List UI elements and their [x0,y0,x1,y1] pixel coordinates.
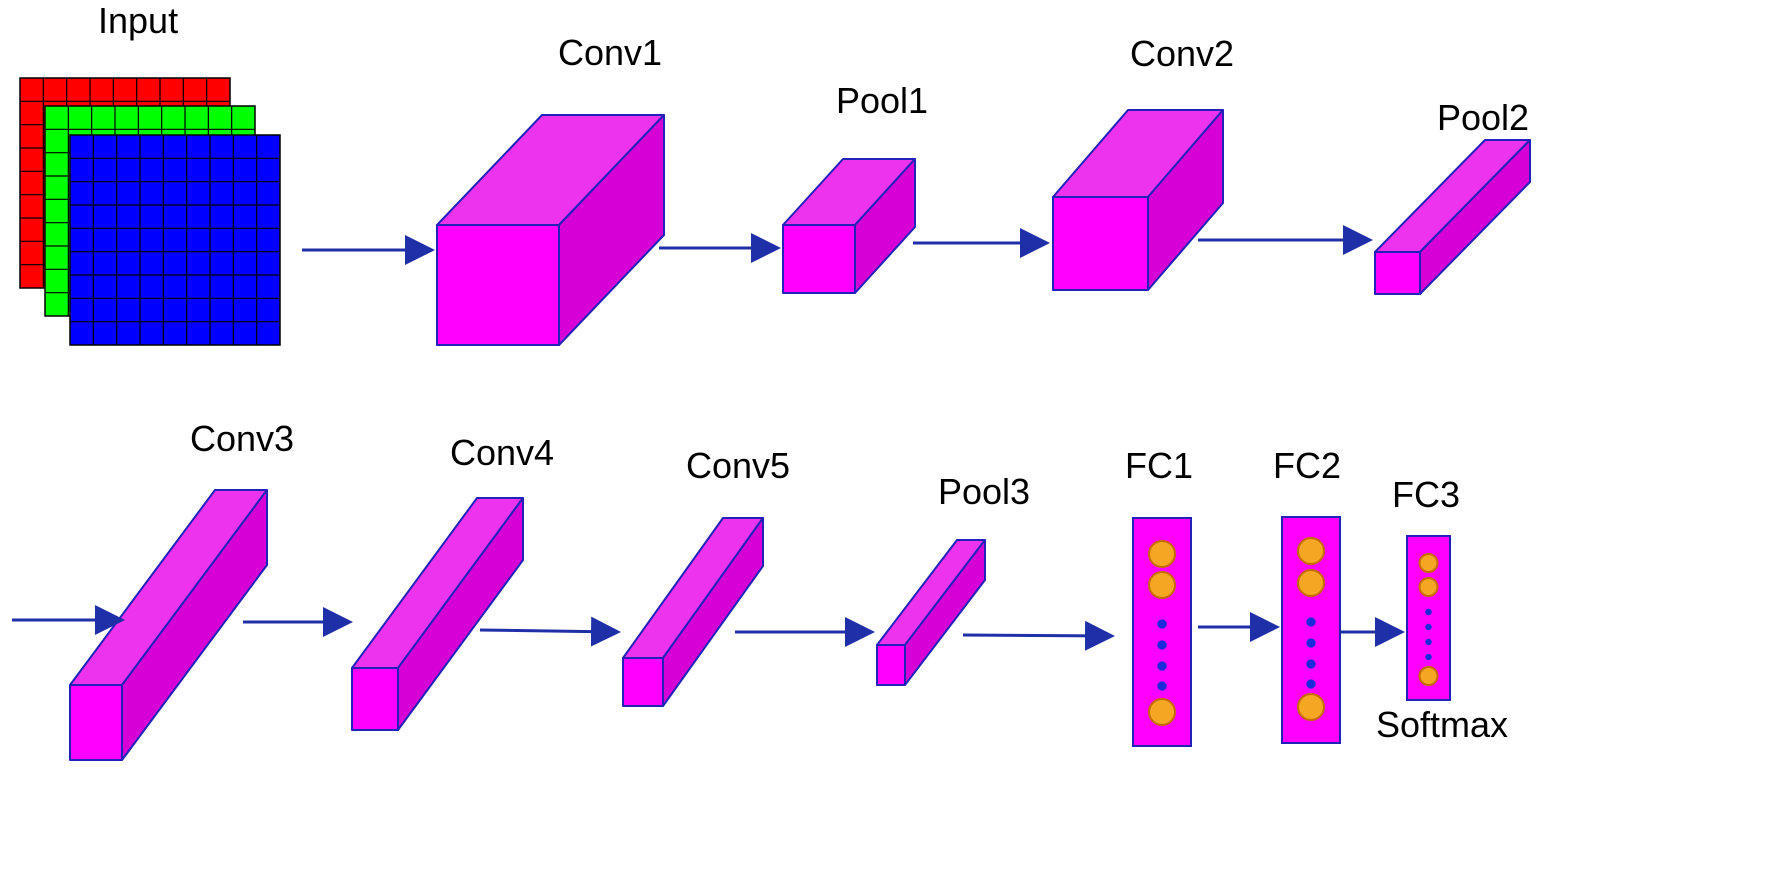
fc3-neuron [1418,577,1439,597]
fully-connected-layers [1132,516,1451,747]
fc1-layer [1132,517,1192,747]
flow-arrows [12,225,1405,651]
conv5-block [622,517,764,707]
fc1-ellipsis-dot [1157,619,1167,629]
layer-label-conv1: Conv1 [558,32,662,73]
pool2-front-face [1374,251,1421,295]
layer-blocks [69,109,1531,761]
fc2-ellipsis-dot [1306,638,1316,648]
layer-label-conv2: Conv2 [1130,33,1234,74]
fc1-neuron [1148,698,1176,726]
softmax-label: Softmax [1376,704,1508,745]
pool1-front-face [782,224,856,294]
fc2-ellipsis-dot [1306,659,1316,669]
conv3-block [69,489,268,761]
pool3-front-face [876,644,906,686]
fc3-neuron [1418,666,1439,686]
conv1-block [436,114,665,346]
conv2-front-face [1052,196,1149,291]
layer-label-conv3: Conv3 [190,418,294,459]
conv2-block [1052,109,1224,291]
conv3-front-face [69,684,123,761]
layer-label-fc1: FC1 [1125,445,1193,486]
layer-label-conv4: Conv4 [450,432,554,473]
layer-label-pool2: Pool2 [1437,97,1529,138]
input-channel-blue-fill [69,134,281,346]
layer-label-conv5: Conv5 [686,445,790,486]
fc2-neuron [1297,569,1325,597]
fc2-layer [1281,516,1341,744]
fc1-neuron [1148,540,1176,568]
fc2-neuron [1297,693,1325,721]
fc1-neuron [1148,571,1176,599]
layer-label-pool1: Pool1 [836,80,928,121]
fc2-ellipsis-dot [1306,679,1316,689]
conv1-front-face [436,224,560,346]
fc1-ellipsis-dot [1157,661,1167,671]
layer-label-fc2: FC2 [1273,445,1341,486]
flow-arrow [479,616,621,647]
fc1-ellipsis-dot [1157,681,1167,691]
fc2-neuron [1297,537,1325,565]
conv4-block [351,497,524,731]
conv4-front-face [351,667,399,731]
pool3-block [876,539,986,686]
pool1-block [782,158,916,294]
input-label: Input [98,0,178,41]
fc2-ellipsis-dot [1306,617,1316,627]
fc3-neuron [1418,553,1439,573]
fc3-layer [1406,535,1451,701]
fc1-ellipsis-dot [1157,640,1167,650]
input-image-stack [19,77,281,346]
fc3-ellipsis-dot [1425,623,1432,631]
fc3-ellipsis-dot [1425,608,1432,616]
input-channel-blue [69,134,281,346]
fc3-ellipsis-dot [1425,638,1432,646]
layer-label-fc3: FC3 [1392,474,1460,515]
pool2-block [1374,139,1531,295]
layer-label-pool3: Pool3 [938,471,1030,512]
fc3-ellipsis-dot [1425,653,1432,661]
conv5-front-face [622,657,664,707]
flow-arrow [962,620,1115,651]
